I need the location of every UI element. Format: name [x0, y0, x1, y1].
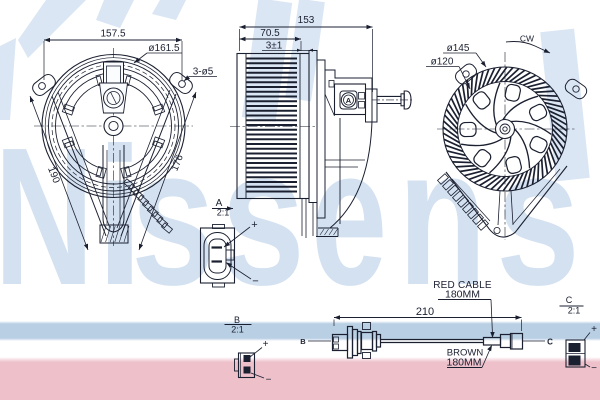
svg-text:−: − [252, 276, 258, 288]
svg-text:RED CABLE: RED CABLE [433, 280, 492, 291]
svg-text:70.5: 70.5 [260, 28, 280, 39]
svg-text:ø120: ø120 [431, 57, 454, 68]
svg-text:3-ø5: 3-ø5 [193, 67, 214, 78]
svg-text:210: 210 [416, 306, 434, 318]
svg-text:2:1: 2:1 [217, 208, 230, 218]
svg-text:CW: CW [520, 34, 534, 44]
svg-text:e: e [311, 107, 387, 326]
svg-text:+: + [591, 324, 597, 335]
svg-text:BROWN: BROWN [447, 348, 484, 359]
svg-text:+: + [263, 339, 269, 350]
svg-text:C: C [566, 295, 573, 305]
svg-text:190: 190 [45, 165, 62, 185]
svg-text:180MM: 180MM [445, 289, 480, 301]
svg-text:2:1: 2:1 [568, 306, 581, 316]
svg-text:180MM: 180MM [446, 357, 481, 369]
svg-text:+: + [251, 219, 257, 231]
svg-text:A: A [216, 198, 223, 209]
svg-text:A: A [346, 96, 352, 105]
svg-text:ø145: ø145 [447, 43, 470, 54]
svg-text:2:1: 2:1 [231, 325, 244, 335]
svg-text:−: − [591, 363, 597, 374]
svg-text:C: C [547, 338, 553, 347]
svg-text:3±1: 3±1 [266, 41, 283, 52]
svg-text:157.5: 157.5 [100, 29, 125, 40]
svg-text:ø161.5: ø161.5 [148, 43, 180, 54]
svg-text:n: n [398, 107, 487, 326]
svg-text:−: − [266, 375, 272, 386]
svg-text:s: s [131, 108, 215, 327]
svg-text:B: B [234, 315, 240, 325]
svg-text:176: 176 [169, 153, 186, 173]
svg-text:B: B [300, 337, 306, 346]
svg-text:153: 153 [298, 15, 315, 26]
